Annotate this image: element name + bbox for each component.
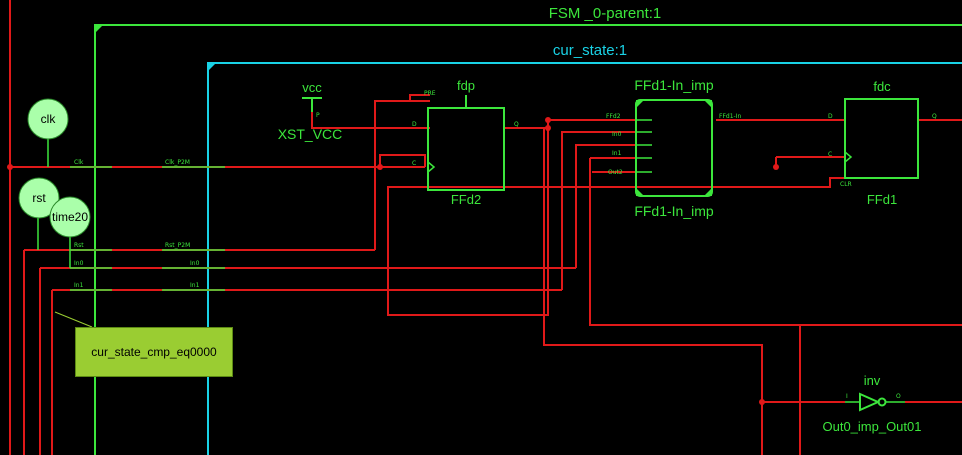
vcc-symbol[interactable]: vcc P XST_VCC [278, 80, 343, 142]
net-tooltip: cur_state_cmp_eq0000 [75, 327, 233, 377]
port-rst[interactable]: rst [18, 177, 60, 250]
cur-state-pins[interactable] [70, 166, 225, 291]
ffd1-pin-clr: CLR [840, 181, 852, 188]
ffd1-in-pin-out2: Out2 [608, 169, 623, 176]
port-clk[interactable]: clk [27, 98, 69, 167]
ffd1-in-pin-in1: In1 [612, 150, 622, 157]
ffd1-in-pin-out: FFd1-In [719, 113, 741, 120]
pin-in1: In1 [74, 282, 84, 289]
pin-inner-in0: In0 [190, 260, 200, 267]
port-time20[interactable]: time20 [49, 196, 91, 268]
parent-group[interactable]: FSM _0-parent:1 [94, 5, 962, 455]
vcc-instance: XST_VCC [278, 126, 343, 142]
ffd1-instance: FFd1 [867, 192, 897, 207]
tooltip-pointer [54, 311, 93, 328]
vcc-title: vcc [302, 80, 322, 95]
ffd2-pin-pre: PRE [424, 90, 436, 97]
ffd1-in-block[interactable]: FFd1-In_imp FFd2 In0 In1 Out2 FFd1-In FF… [606, 77, 741, 219]
ffd2-pin-c: C [412, 160, 416, 167]
parent-group-label: FSM _0-parent:1 [549, 5, 662, 22]
ffd1-pin-d: D [828, 113, 833, 120]
ffd1-pin-c: C [828, 151, 832, 158]
ffd2-block[interactable]: fdp PRE D C Q FFd2 [412, 78, 519, 207]
pin-clk-p2m: Clk_P2M [165, 159, 190, 166]
port-rst-label: rst [32, 191, 46, 205]
port-time20-label: time20 [52, 210, 88, 224]
cur-state-group[interactable]: cur_state:1 [207, 42, 962, 455]
wire-net[interactable] [9, 0, 962, 455]
pin-rst: Rst [74, 242, 84, 249]
inverter-type: inv [864, 373, 881, 388]
cur-state-group-label: cur_state:1 [553, 42, 627, 59]
ffd1-in-instance: FFd1-In_imp [634, 203, 714, 219]
ffd1-in-type: FFd1-In_imp [634, 77, 714, 93]
pin-rst-p2m: Rst_P2M [165, 242, 190, 249]
vcc-pin: P [316, 112, 320, 119]
ffd2-pin-d: D [412, 121, 417, 128]
port-clk-label: clk [41, 112, 57, 126]
pin-in0: In0 [74, 260, 84, 267]
inverter-pin-i: I [846, 393, 848, 400]
inverter-pin-o: O [896, 393, 901, 400]
inverter-instance: Out0_imp_Out01 [822, 419, 921, 434]
ffd1-pin-q: Q [932, 113, 937, 120]
ffd1-type: fdc [873, 79, 891, 94]
junction-dots [7, 117, 779, 405]
ffd1-in-pin-ffd2: FFd2 [606, 113, 621, 120]
pin-clk: Clk [74, 159, 84, 166]
ffd1-block[interactable]: fdc D C CLR Q FFd1 [828, 79, 937, 207]
pin-inner-in1: In1 [190, 282, 200, 289]
inverter-block[interactable]: inv I O Out0_imp_Out01 [822, 373, 921, 434]
ffd2-instance: FFd2 [451, 192, 481, 207]
ffd2-pin-q: Q [514, 121, 519, 128]
ffd2-type: fdp [457, 78, 475, 93]
ffd1-in-pin-in0: In0 [612, 131, 622, 138]
